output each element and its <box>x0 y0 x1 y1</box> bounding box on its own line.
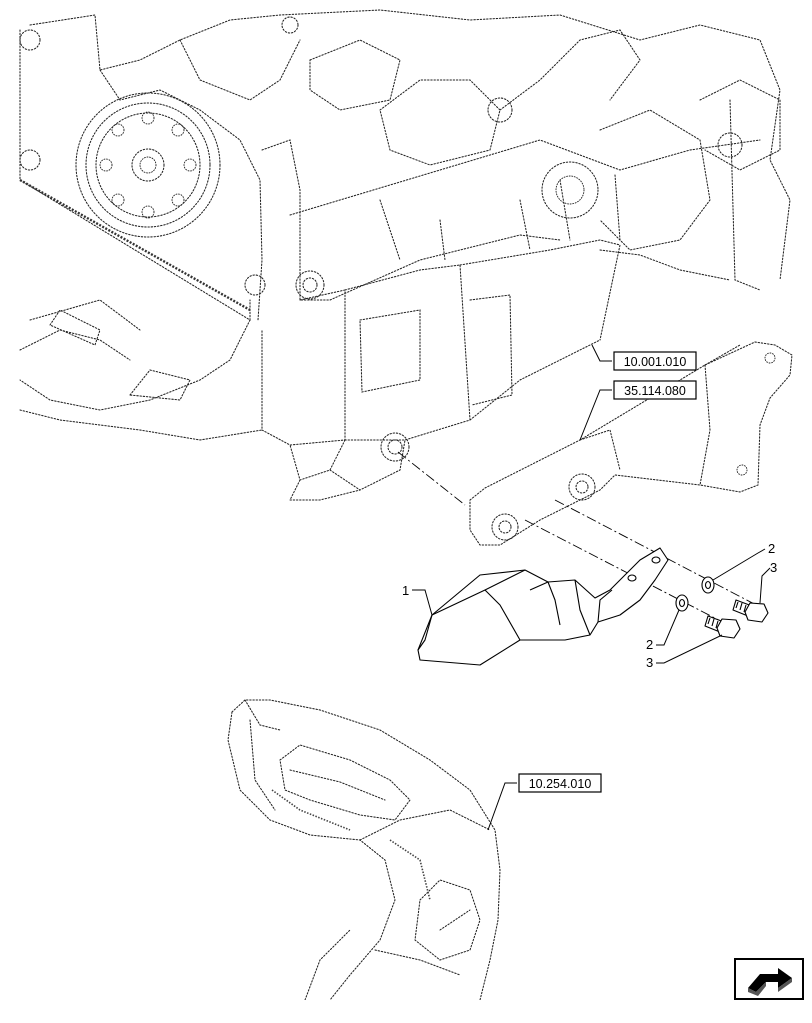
engine-block <box>19 9 791 501</box>
heat-shield-part <box>417 547 669 666</box>
next-page-arrow-icon[interactable] <box>734 958 806 1018</box>
arrow-box-icon <box>734 958 804 1000</box>
reference-label: 35.114.080 <box>624 384 686 398</box>
reference-label: 10.254.010 <box>529 777 592 791</box>
reference-box-10-254-010[interactable]: 10.254.010 <box>518 773 602 793</box>
callout-number: 3 <box>770 560 777 575</box>
bolt-3a <box>732 599 769 623</box>
washer-2b <box>675 594 689 612</box>
exhaust-pipe <box>227 699 501 1000</box>
parts-diagram: 10.001.010 35.114.080 10.254.010 1 2 3 2… <box>19 9 793 1000</box>
bolt-3b <box>704 615 741 639</box>
reference-box-35-114-080[interactable]: 35.114.080 <box>613 380 697 400</box>
reference-box-10-001-010[interactable]: 10.001.010 <box>613 351 697 371</box>
reference-label: 10.001.010 <box>624 355 687 369</box>
callout-number: 2 <box>646 637 653 652</box>
callout-number: 1 <box>402 583 409 598</box>
leader-lines <box>412 344 771 831</box>
washer-2a <box>701 576 715 594</box>
mounting-bracket <box>469 341 793 546</box>
callout-number: 3 <box>646 655 653 670</box>
callout-number: 2 <box>768 541 775 556</box>
